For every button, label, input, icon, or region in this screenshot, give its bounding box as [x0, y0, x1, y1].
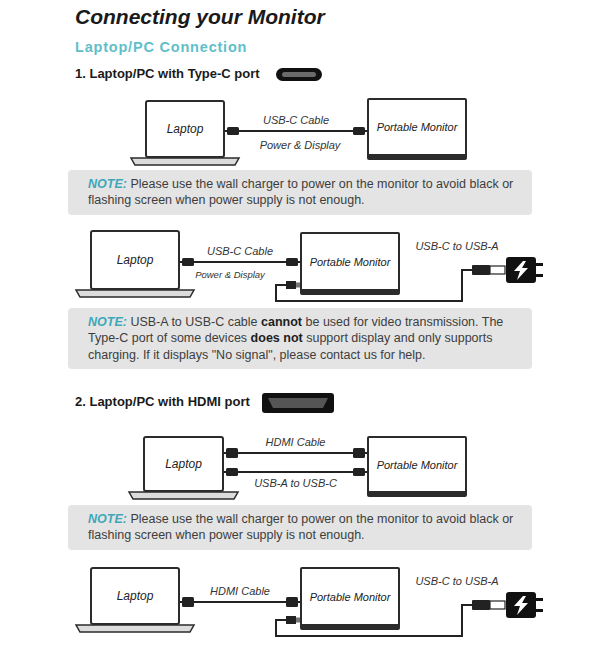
- emphasis-text: cannot: [261, 315, 302, 329]
- cable-caption: Power & Display: [195, 269, 265, 280]
- cable-plug: [226, 448, 238, 458]
- page-title: Connecting your Monitor: [75, 5, 325, 29]
- note-text: Please use the wall charger to power on …: [88, 512, 513, 542]
- note-band: NOTE:Please use the wall charger to powe…: [68, 170, 532, 215]
- monitor-box: Portable Monitor: [367, 98, 467, 160]
- usb-a-plug: [472, 265, 490, 275]
- usb-a-plug: [472, 600, 490, 610]
- section-heading: 2. Laptop/PC with HDMI port: [75, 394, 250, 409]
- cable-caption: USB-C to USB-A: [415, 240, 498, 252]
- note-text: Please use the wall charger to power on …: [88, 177, 513, 207]
- cable-plug: [182, 597, 194, 607]
- note-tag: NOTE:: [88, 512, 127, 526]
- cable-connector: [224, 452, 367, 454]
- cable-plug: [227, 127, 239, 135]
- note-tag: NOTE:: [88, 315, 127, 329]
- hdmi-port-body: [262, 393, 334, 413]
- usb-a-plug-tip: [490, 266, 505, 274]
- usb-a-plug-tip: [490, 601, 505, 609]
- wall-charger: [506, 257, 536, 283]
- usb-c-port-icon: [276, 68, 322, 81]
- device-name: Laptop: [117, 253, 154, 267]
- cable-plug: [226, 468, 238, 476]
- device-name: Portable Monitor: [377, 459, 458, 471]
- cable-label: USB-C Cable: [261, 114, 331, 126]
- laptop-base: [129, 492, 238, 499]
- note-tag: NOTE:: [88, 177, 127, 191]
- charger-prong: [536, 598, 543, 601]
- note-text: USB-A to USB-C cable: [130, 315, 257, 329]
- usb-c-port-body: [276, 68, 322, 81]
- cable-plug: [353, 127, 365, 135]
- laptop-base: [76, 290, 194, 297]
- usb-c-port-slot: [282, 72, 316, 77]
- wall-charger: [506, 592, 536, 618]
- cable-connector: [225, 130, 367, 132]
- device-name: Laptop: [167, 122, 204, 136]
- device-name: Laptop: [165, 457, 202, 471]
- charger-prong: [536, 609, 543, 612]
- cable-plug: [286, 597, 298, 607]
- cable-caption: USB-C to USB-A: [415, 575, 498, 587]
- cable-label: USB-A to USB-C: [252, 477, 339, 489]
- device-name: Portable Monitor: [310, 256, 391, 268]
- section-heading: 1. Laptop/PC with Type-C port: [75, 66, 260, 81]
- section-subtitle: Laptop/PC Connection: [75, 39, 247, 55]
- device-name: Portable Monitor: [310, 591, 391, 603]
- laptop-box: Laptop: [90, 230, 180, 290]
- laptop-box: Laptop: [143, 436, 224, 492]
- cable-label: USB-C Cable: [205, 245, 275, 257]
- cable-plug: [353, 448, 365, 458]
- cable-connector: [224, 471, 367, 473]
- monitor-box: Portable Monitor: [367, 436, 467, 497]
- note-band: NOTE:Please use the wall charger to powe…: [68, 505, 532, 550]
- hdmi-port-icon: [262, 393, 334, 413]
- cable-connector: [180, 261, 300, 263]
- cable-label: HDMI Cable: [264, 436, 328, 448]
- lightning-symbol: [514, 261, 528, 280]
- device-name: Portable Monitor: [377, 121, 458, 133]
- cable-connector: [180, 601, 300, 603]
- charger-prong: [536, 263, 543, 266]
- charger-prong: [536, 274, 543, 277]
- lightning-symbol: [514, 596, 528, 615]
- monitor-box: Portable Monitor: [300, 232, 400, 295]
- cable-plug: [353, 468, 365, 476]
- laptop-base: [76, 625, 194, 632]
- usb-c-plug: [286, 281, 296, 289]
- laptop-box: Laptop: [145, 100, 225, 158]
- emphasis-text: does not: [251, 331, 303, 345]
- note-band: NOTE:USB-A to USB-C cablecannotbe used f…: [68, 308, 532, 369]
- cable-label: HDMI Cable: [208, 585, 272, 597]
- hdmi-port-slot: [268, 398, 328, 408]
- monitor-box: Portable Monitor: [300, 567, 400, 630]
- cable-caption: Power & Display: [260, 139, 341, 151]
- cable-plug: [286, 258, 298, 266]
- cable-plug: [182, 258, 194, 266]
- laptop-box: Laptop: [90, 567, 180, 625]
- laptop-base: [131, 158, 239, 165]
- device-name: Laptop: [117, 589, 154, 603]
- usb-c-plug: [286, 616, 296, 624]
